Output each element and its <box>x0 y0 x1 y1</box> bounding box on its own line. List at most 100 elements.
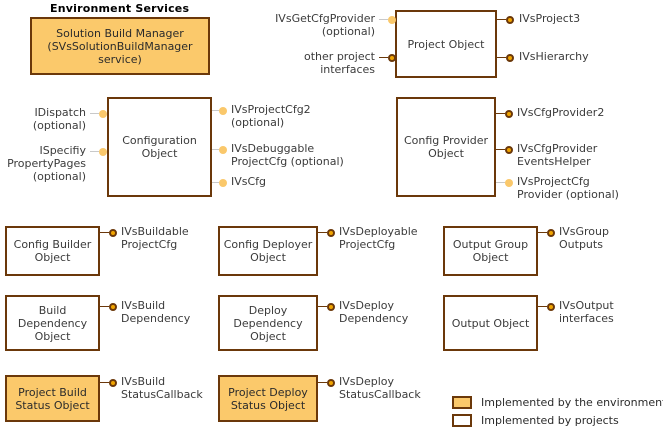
interface-label-ivsdeploydependency: IVsDeploy Dependency <box>339 299 409 325</box>
box-build-dependency-object[interactable]: Build Dependency Object <box>5 295 100 351</box>
box-label: Output Object <box>451 316 530 330</box>
lollipop-icon <box>505 109 513 118</box>
connector-ivscfg[interactable] <box>212 178 227 187</box>
connector-ivsbuilddependency[interactable] <box>100 302 117 311</box>
connector-ivsproject3[interactable] <box>497 15 514 24</box>
box-label: Config Provider Object <box>403 134 489 160</box>
connector-stem <box>212 182 219 183</box>
connector-ivsgroupoutputs[interactable] <box>538 228 555 237</box>
box-project-object[interactable]: Project Object <box>395 10 497 78</box>
interface-label-ivscfgprovider2: IVsCfgProvider2 <box>517 106 605 119</box>
connector-idispatch[interactable] <box>90 109 107 118</box>
interface-label-ivsprojectcfgprovider: IVsProjectCfg Provider (optional) <box>517 175 619 201</box>
box-configuration-object[interactable]: Configuration Object <box>107 97 212 197</box>
connector-stem <box>100 232 109 233</box>
box-output-group-object[interactable]: Output Group Object <box>443 226 538 276</box>
connector-ivsdeploydependency[interactable] <box>318 302 335 311</box>
connector-ivsbuildstatuscallback[interactable] <box>100 378 117 387</box>
connector-stem <box>212 149 219 150</box>
lollipop-icon <box>99 147 107 156</box>
interface-label-ivshierarchy: IVsHierarchy <box>519 50 589 63</box>
box-config-deployer-object[interactable]: Config Deployer Object <box>218 226 318 276</box>
legend-label-environment: Implemented by the environment <box>481 396 663 409</box>
interface-label-ivsprojectcfg2: IVsProjectCfg2 (optional) <box>231 103 311 129</box>
interface-label-ivsproject3: IVsProject3 <box>519 12 581 25</box>
box-label: Deploy Dependency Object <box>233 303 303 343</box>
interface-label-ivsbuilddependency: IVsBuild Dependency <box>121 299 191 325</box>
legend-row-environment: Implemented by the environment <box>452 396 663 409</box>
lollipop-icon <box>327 378 335 387</box>
lollipop-icon <box>327 302 335 311</box>
connector-stem <box>496 182 505 183</box>
connector-ivscfgprovider2[interactable] <box>496 109 513 118</box>
box-config-builder-object[interactable]: Config Builder Object <box>5 226 100 276</box>
page-title: Environment Services <box>50 2 190 15</box>
connector-stem <box>379 57 388 58</box>
interface-label-ivsdebuggableprojectcfg: IVsDebuggable ProjectCfg (optional) <box>231 142 344 168</box>
lollipop-icon <box>327 228 335 237</box>
connector-stem <box>318 232 327 233</box>
connector-stem <box>379 19 388 20</box>
box-solution-build-manager[interactable]: Solution Build Manager (SVsSolutionBuild… <box>30 17 210 75</box>
box-project-build-status-object[interactable]: Project Build Status Object <box>5 375 100 422</box>
box-label: Output Group Object <box>452 238 529 264</box>
lollipop-icon <box>99 109 107 118</box>
interface-label-ivsgroupoutputs: IVsGroup Outputs <box>559 225 609 251</box>
connector-ivsprojectcfgprovider[interactable] <box>496 178 513 187</box>
lollipop-icon <box>109 302 117 311</box>
box-deploy-dependency-object[interactable]: Deploy Dependency Object <box>218 295 318 351</box>
interface-label-idispatch: IDispatch (optional) <box>32 106 86 132</box>
lollipop-icon <box>388 53 396 62</box>
lollipop-icon <box>547 228 555 237</box>
connector-stem <box>497 19 506 20</box>
connector-stem <box>212 110 219 111</box>
box-project-deploy-status-object[interactable]: Project Deploy Status Object <box>218 375 318 422</box>
box-label: Solution Build Manager (SVsSolutionBuild… <box>47 26 193 66</box>
connector-ivsdebuggableprojectcfg[interactable] <box>212 145 227 154</box>
box-label: Config Builder Object <box>13 238 92 264</box>
box-label: Build Dependency Object <box>17 303 88 343</box>
box-config-provider-object[interactable]: Config Provider Object <box>396 97 496 197</box>
box-label: Configuration Object <box>122 134 197 160</box>
connector-ivsprojectcfg2[interactable] <box>212 106 227 115</box>
interface-label-ivscfg: IVsCfg <box>231 175 267 188</box>
connector-ivscfgprovidereventshelper[interactable] <box>496 145 513 154</box>
lollipop-icon <box>505 178 513 187</box>
connector-stem <box>318 382 327 383</box>
interface-label-ivsbuildstatuscallback: IVsBuild StatusCallback <box>121 375 203 401</box>
connector-ivsgetcfgprovider[interactable] <box>379 15 396 24</box>
connector-ivsoutputinterfaces[interactable] <box>538 302 555 311</box>
lollipop-icon <box>219 106 227 115</box>
connector-stem <box>318 306 327 307</box>
interface-label-ivsgetcfgprovider: IVsGetCfgProvider (optional) <box>275 12 375 38</box>
connector-stem <box>100 306 109 307</box>
box-label: Project Build Status Object <box>15 385 90 412</box>
interface-label-ivsdeployableprojectcfg: IVsDeployable ProjectCfg <box>339 225 418 251</box>
connector-other-project-interfaces[interactable] <box>379 53 396 62</box>
box-label: Config Deployer Object <box>223 238 313 264</box>
legend-swatch-projects-icon <box>452 414 472 427</box>
box-label: Project Deploy Status Object <box>228 385 308 412</box>
lollipop-icon <box>388 15 396 24</box>
connector-stem <box>496 149 505 150</box>
box-output-object[interactable]: Output Object <box>443 295 538 351</box>
lollipop-icon <box>109 378 117 387</box>
interface-label-ispecifiypropertypages: ISpecifiy PropertyPages (optional) <box>7 144 86 183</box>
lollipop-icon <box>219 178 227 187</box>
interface-label-ivsoutputinterfaces: IVsOutput interfaces <box>559 299 614 325</box>
connector-ivsdeployableprojectcfg[interactable] <box>318 228 335 237</box>
connector-ispecifiypropertypages[interactable] <box>90 147 107 156</box>
lollipop-icon <box>547 302 555 311</box>
connector-stem <box>90 113 99 114</box>
connector-stem <box>538 232 547 233</box>
legend-label-projects: Implemented by projects <box>481 414 619 427</box>
connector-stem <box>90 151 99 152</box>
interface-label-ivsdeploystatuscallback: IVsDeploy StatusCallback <box>339 375 421 401</box>
connector-ivsdeploystatuscallback[interactable] <box>318 378 335 387</box>
lollipop-icon <box>506 15 514 24</box>
lollipop-icon <box>506 53 514 62</box>
connector-ivshierarchy[interactable] <box>497 53 514 62</box>
connector-ivsbuildableprojectcfg[interactable] <box>100 228 117 237</box>
box-label: Project Object <box>407 37 485 51</box>
